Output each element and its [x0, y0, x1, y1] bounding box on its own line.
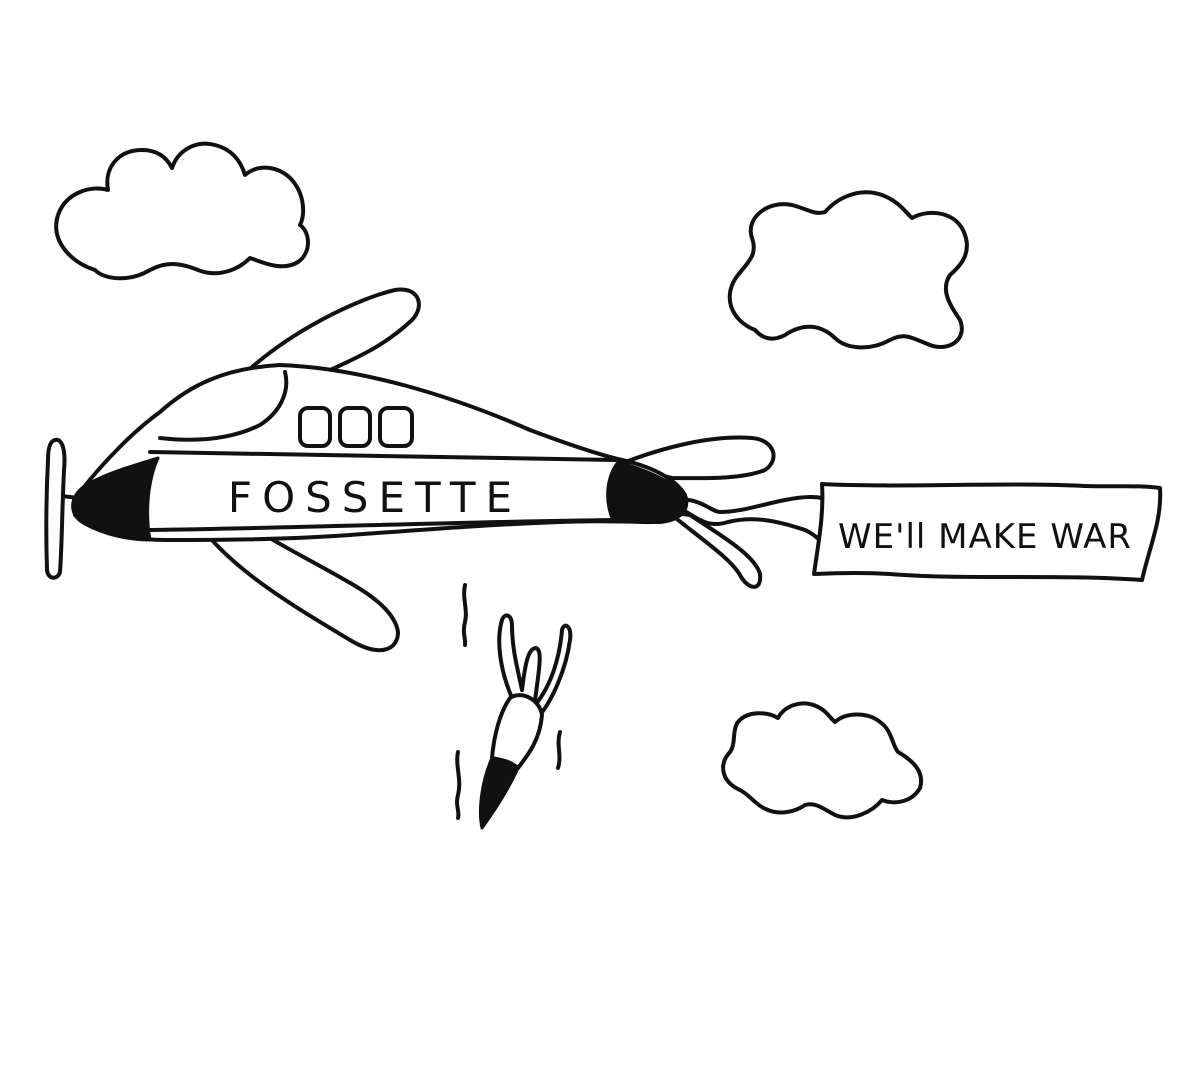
stripe-top: [148, 450, 617, 462]
cloud-bottom-right: [721, 701, 924, 820]
window-3: [378, 406, 414, 448]
bomb-body: [490, 693, 544, 770]
motion-line-top: [461, 583, 468, 647]
banner-flag: [812, 482, 1163, 582]
bomb-fin-right: [533, 623, 573, 717]
cloud-top-left: [54, 141, 310, 281]
bomb-fin-middle: [520, 646, 542, 702]
motion-line-left: [455, 750, 462, 820]
tail-cone: [606, 460, 687, 525]
window-1: [298, 406, 332, 448]
plane-name-text: FOSSETTE: [228, 473, 522, 522]
tail-fin-lower: [666, 510, 763, 589]
lower-wing: [203, 530, 400, 652]
tail-fin-upper: [616, 435, 776, 481]
nose-cone: [71, 456, 160, 542]
bomb-tip: [478, 756, 520, 830]
stripe-bottom: [148, 518, 617, 532]
banner-rope-lower: [681, 508, 824, 544]
motion-line-right: [556, 730, 562, 770]
window-2: [338, 406, 372, 448]
banner-rope-upper: [678, 494, 824, 514]
banner-text: WE'll MAKE WAR: [838, 517, 1132, 557]
cockpit-line: [158, 370, 289, 442]
bomb-fin-left: [497, 613, 524, 700]
cloud-top-right: [727, 190, 969, 350]
propeller-blade: [44, 437, 67, 580]
